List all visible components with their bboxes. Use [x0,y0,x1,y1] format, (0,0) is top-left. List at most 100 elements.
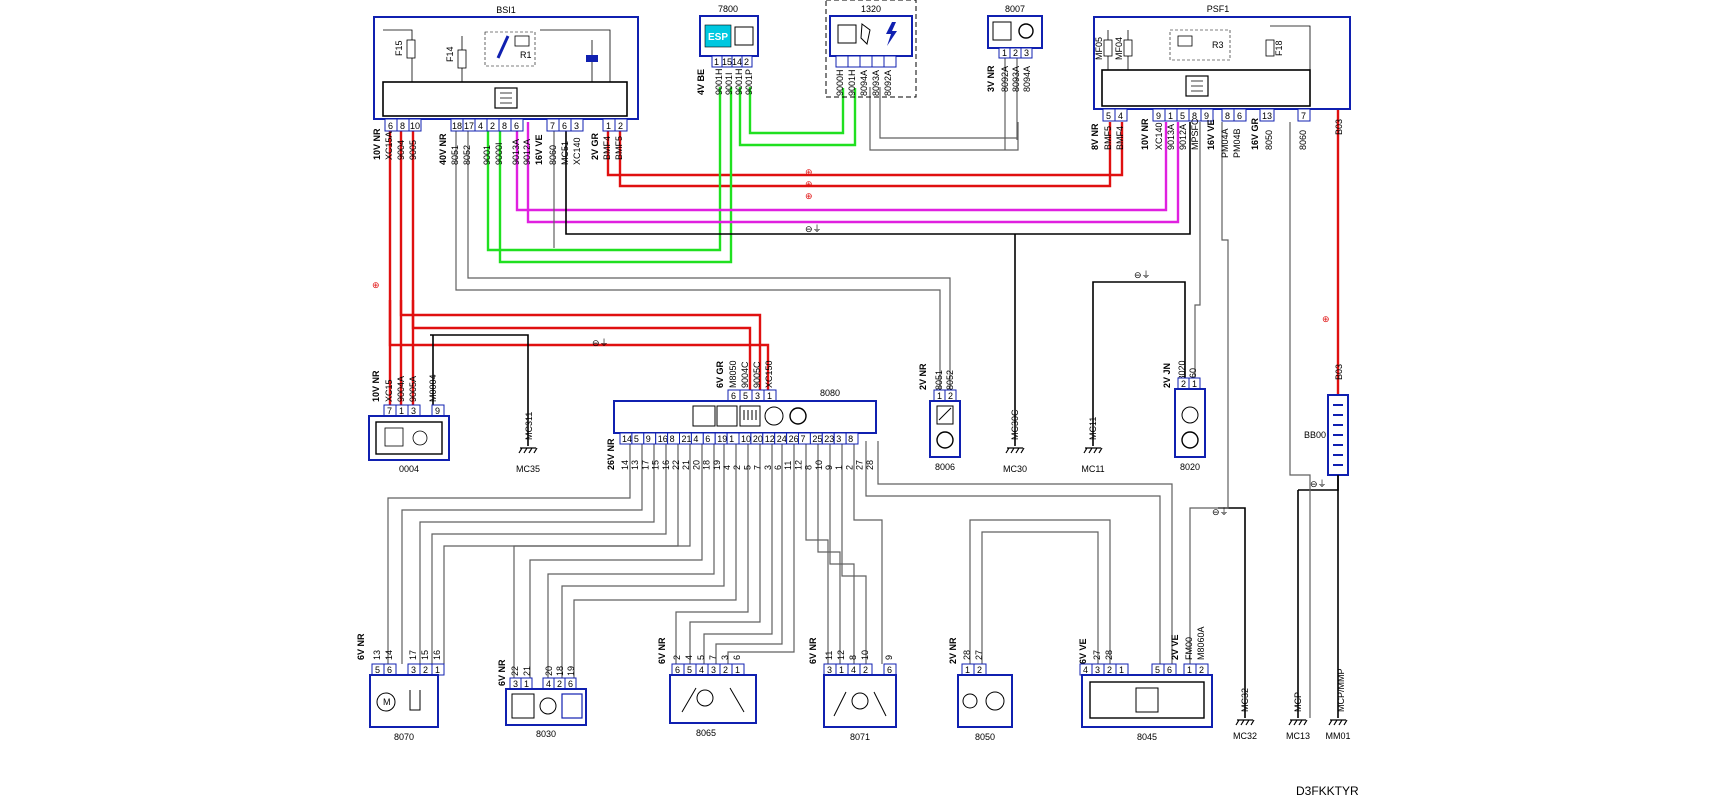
mm01-label: MM01 [1325,731,1350,741]
injector-icon [860,23,871,46]
pin-label: 2 [744,57,749,67]
pin-label: 4 [478,121,483,131]
pin-label: 2 [1013,48,1018,58]
esp-badge: ESP [708,32,728,43]
pin-label: 3 [755,391,760,401]
wire-label: 9013A [1166,124,1176,150]
pin-label: 1 [1168,111,1173,121]
pin-label: 9 [435,406,440,416]
wire-label: 9005C [752,361,762,388]
pin-label: 23 [824,434,834,444]
wire-label: 8051 [450,145,460,165]
pin-label: 6 [388,121,393,131]
wire-harness [817,441,841,664]
wire-label: 10 [860,650,870,660]
pin-label: 3 [574,121,579,131]
polarity-markers: ⊕ ⊕ ⊕ ⊖⏚ ⊕ ⊖⏚ ⊖⏚ ⊕ ⊖⏚ ⊖⏚ [372,167,1330,517]
relay-r1-label: R1 [520,50,532,60]
ecu-8080: 6 5 3 1 6V GR M8050 9004C 9005C XC150 80… [606,360,877,470]
wire-label: 4 [722,465,732,470]
pin-label: 8 [848,434,853,444]
wire-harness [877,441,1173,664]
motor-8070: 6V NR 5 6 3 2 1 13 14 17 15 16 M 8070 [356,633,445,742]
ground-icon: ⊖⏚ [592,338,609,348]
pin-label: 5 [634,434,639,444]
pin-label: 3 [836,434,841,444]
wire-label: 28 [1104,650,1114,660]
fan-icon [985,691,1005,711]
pin-label: 24 [777,434,787,444]
pin-label: 4 [1083,665,1088,675]
pin-label: 5 [1106,111,1111,121]
wire-label: 10 [814,460,824,470]
wire-label: 9001H [734,68,744,95]
wire-label: 22 [510,666,520,676]
c8045-connector: 6V VE [1078,638,1088,664]
pin-label: 26 [789,434,799,444]
pin-label: 25 [812,434,822,444]
wire-label: FM00 [1184,637,1194,660]
wire-label: 16 [661,460,671,470]
sensor-8007: 8007 1 2 3 3V NR 8092A 8093A 8094A [986,4,1043,92]
pin-label: 20 [753,434,763,444]
sensor-icon [1181,431,1199,449]
c8071-connector: 6V NR [808,637,818,664]
c8065-label: 8065 [696,728,716,738]
pin-label: 2 [977,665,982,675]
wire-harness [431,441,667,664]
wire-data [526,122,1180,224]
relay-icon [1169,29,1231,61]
wire-label: 22 [671,460,681,470]
fuse-f14-label: F14 [445,46,455,62]
pin-label: 6 [562,121,567,131]
wire-label: MPSFC [1190,118,1200,150]
pin-label: 3 [411,406,416,416]
motor-icon [376,692,396,712]
mc35-label: MC35 [516,464,540,474]
wire-harness [715,441,783,664]
gauge-icon [412,430,428,446]
wire-ground-bus [565,122,1191,235]
psf1-connector-4: 16V GR [1250,117,1260,150]
wire-label: MCP [1293,692,1303,712]
blower-icon [561,693,583,719]
bsi1-label: BSI1 [496,5,516,15]
mc11-label: MC11 [1081,464,1104,474]
wire-label: 9001H [714,68,724,95]
wire-label: 9000H [835,69,845,96]
wire-label: MC311 [524,412,534,440]
wire-label: 3 [720,655,730,660]
wire-label: 8 [848,655,858,660]
wire-label: 2 [844,465,854,470]
motor-icon [696,689,714,707]
plus-icon: ⊕ [372,280,380,290]
psf1-pins: 5 4 8V NR BMF5 BMF4 9 1 5 8 9 10V NR XC1… [1090,108,1344,158]
pin-label: 1 [937,391,942,401]
panel-0004: 7 1 3 9 10V NR XC15 9004A 9005A M0004 00… [368,370,450,474]
plus-icon: ⊕ [805,179,813,189]
ground-mm01: MCP/MMP MM01 [1325,475,1351,741]
pin-label: 3 [827,665,832,675]
pressure-icon [1181,406,1199,424]
c7800-label: 7800 [718,4,738,14]
pin-label: 5 [687,665,692,675]
fuse-label: F18 [1274,40,1284,56]
wire-ground [1218,507,1246,718]
wire-label: 6 [732,655,742,660]
wire-harness [387,441,631,664]
wire-harness [529,441,703,690]
pin-label: 9 [1156,111,1161,121]
chip-icon [692,405,716,427]
pin-label: 2 [618,121,623,131]
wire-harness [419,441,655,664]
wire-signal [1189,122,1229,664]
pin-label: 14 [622,434,632,444]
pin-label: 1 [1002,48,1007,58]
pin-label: 3 [513,679,518,689]
wire-label: XC140 [1154,122,1164,150]
pin-label: 1 [1187,665,1192,675]
wire-label: M8060A [1196,626,1206,660]
ground-icon: ⊖⏚ [1212,507,1229,517]
pin-label: 6 [1237,111,1242,121]
flap-motor-8071: 6V NR 3 1 4 2 6 11 12 8 10 9 8071 [808,637,897,742]
